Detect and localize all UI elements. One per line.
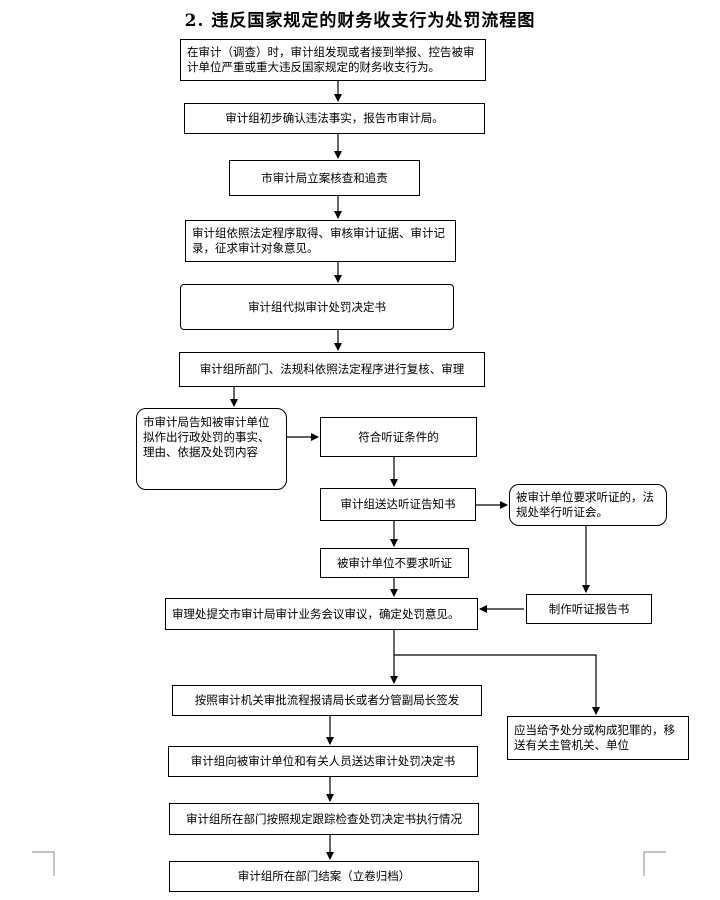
step-confirm-facts: 审计组初步确认违法事实，报告市审计局。 [184, 103, 485, 134]
step-text: 审计组向被审计单位和有关人员送达审计处罚决定书 [190, 754, 456, 768]
step-file-case: 市审计局立案核查和追责 [229, 160, 420, 196]
step-text: 审计组所在部门按照规定跟踪检查处罚决定书执行情况 [186, 811, 462, 826]
step-hold-hearing: 被审计单位要求听证的，法规处举行听证会。 [509, 484, 667, 526]
step-text: 制作听证报告书 [548, 601, 630, 616]
step-text: 在审计（调查）时，审计组发现或者接到举报、控告被审计单位严重或重大违反国家规定的… [187, 45, 475, 74]
step-hearing-report: 制作听证报告书 [526, 594, 652, 624]
step-text: 市审计局立案核查和追责 [261, 170, 388, 185]
page-title: 2. 违反国家规定的财务收支行为处罚流程图 [184, 11, 536, 31]
step-text: 审计组初步确认违法事实，报告市审计局。 [225, 111, 444, 125]
step-text: 被审计单位要求听证的，法规处举行听证会。 [516, 490, 654, 519]
step-text: 市审计局告知被审计单位拟作出行政处罚的事实、理由、依据及处罚内容 [143, 415, 270, 459]
step-hearing-eligible: 符合听证条件的 [320, 417, 477, 457]
step-text: 审计组依照法定程序取得、审核审计证据、审计记录，征求审计对象意见。 [192, 226, 445, 255]
step-close-case: 审计组所在部门结案（立卷归档） [169, 861, 479, 892]
step-deliver-decision: 审计组向被审计单位和有关人员送达审计处罚决定书 [168, 746, 478, 777]
step-text: 审理处提交市审计局审计业务会议审议，确定处罚意见。 [172, 606, 460, 621]
step-text: 审计组所在部门结案（立卷归档） [237, 869, 411, 883]
step-collect-evidence: 审计组依照法定程序取得、审核审计证据、审计记录，征求审计对象意见。 [185, 220, 456, 262]
step-no-hearing: 被审计单位不要求听证 [320, 548, 469, 578]
arrow-b13-b15 [394, 654, 600, 715]
step-text: 审计组所部门、法规科依照法定程序进行复核、审理 [199, 362, 465, 376]
step-discover-violation: 在审计（调查）时，审计组发现或者接到举报、控告被审计单位严重或重大违反国家规定的… [180, 39, 486, 81]
step-text: 审计组代拟审计处罚决定书 [248, 299, 386, 314]
step-text: 应当给予处分或构成犯罪的，移送有关主管机关、单位 [514, 723, 675, 752]
step-text: 被审计单位不要求听证 [337, 555, 452, 570]
crop-mark-bottom-right [643, 851, 666, 876]
crop-mark-bottom-left [32, 851, 55, 876]
step-draft-decision: 审计组代拟审计处罚决定书 [180, 284, 454, 330]
step-committee-review: 审理处提交市审计局审计业务会议审议，确定处罚意见。 [165, 598, 478, 630]
step-hearing-notice: 审计组送达听证告知书 [320, 488, 476, 521]
step-notify-unit: 市审计局告知被审计单位拟作出行政处罚的事实、理由、依据及处罚内容 [136, 408, 287, 490]
step-track-execution: 审计组所在部门按照规定跟踪检查处罚决定书执行情况 [169, 803, 479, 835]
step-review: 审计组所部门、法规科依照法定程序进行复核、审理 [179, 352, 485, 387]
step-text: 审计组送达听证告知书 [340, 497, 456, 511]
step-text: 按照审计机关审批流程报请局长或者分管副局长签发 [194, 693, 460, 707]
step-transfer-authorities: 应当给予处分或构成犯罪的，移送有关主管机关、单位 [507, 716, 689, 760]
step-sign-off: 按照审计机关审批流程报请局长或者分管副局长签发 [172, 685, 482, 716]
step-text: 符合听证条件的 [358, 429, 439, 444]
